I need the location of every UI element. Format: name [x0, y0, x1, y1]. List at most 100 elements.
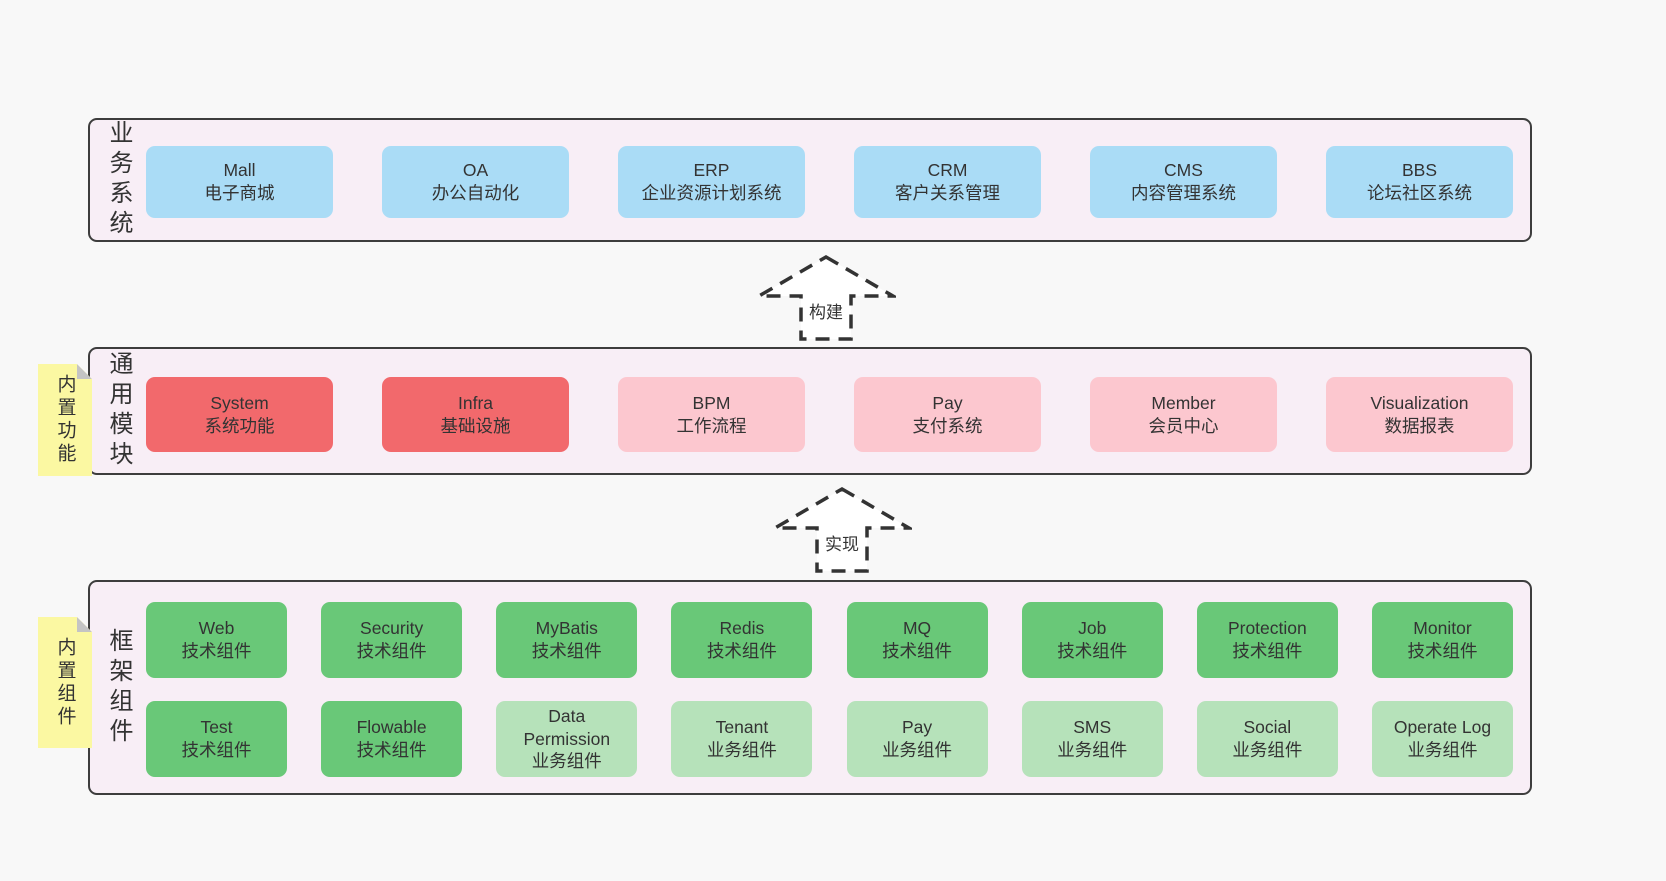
arrow-implement-label: 实现 [822, 530, 862, 555]
box-subtitle: 论坛社区系统 [1367, 183, 1472, 203]
band-modules-label: 通用模块 [105, 351, 132, 471]
box-title: Member [1151, 392, 1216, 413]
box-subtitle: 技术组件 [356, 740, 427, 760]
box-subtitle: 内容管理系统 [1131, 183, 1236, 203]
box-title: Web [198, 618, 235, 639]
box-title: Monitor [1413, 618, 1472, 639]
box-subtitle: 技术组件 [181, 740, 252, 760]
box-title: Security [360, 618, 424, 639]
band-framework-label: 框架组件 [105, 627, 132, 748]
box-title: SMS [1073, 717, 1112, 738]
box-subtitle: 企业资源计划系统 [641, 183, 782, 203]
box-subtitle: 支付系统 [912, 415, 983, 436]
box-title: Pay [901, 717, 933, 738]
box-subtitle: 技术组件 [706, 641, 777, 661]
box-subtitle: 业务组件 [882, 740, 953, 760]
box-title: Protection [1227, 618, 1307, 639]
box-title: Visualization [1370, 392, 1469, 413]
box-title: OA [462, 160, 489, 181]
box-title: BBS [1401, 160, 1438, 181]
box-subtitle: 技术组件 [1057, 641, 1128, 661]
arrow-build: 构建 [756, 254, 896, 342]
box-title: BPM [692, 392, 731, 413]
box-title: CMS [1164, 160, 1203, 181]
box-title: Job [1078, 618, 1107, 639]
sticky-note-text: 内置功能 [54, 374, 76, 466]
box-subtitle: 技术组件 [1407, 641, 1478, 661]
arrow-build-label: 构建 [806, 298, 846, 323]
box-title: Pay [932, 392, 963, 413]
box-title: Tenant [715, 717, 769, 738]
box-subtitle: 会员中心 [1148, 415, 1219, 436]
arrow-implement: 实现 [772, 486, 912, 574]
box-title: CRM [927, 160, 968, 181]
box-subtitle: 客户关系管理 [895, 183, 1000, 203]
box-title: ERP [693, 160, 730, 181]
box-subtitle: 办公自动化 [431, 183, 520, 203]
box-subtitle: 技术组件 [531, 641, 602, 661]
box-subtitle: 数据报表 [1384, 415, 1455, 436]
band-business-label: 业务系统 [105, 120, 132, 240]
box-subtitle: 技术组件 [356, 641, 427, 661]
box-title: Redis [719, 618, 765, 639]
box-title: Social [1243, 717, 1292, 738]
box-subtitle: 业务组件 [1057, 740, 1128, 760]
box-subtitle: 业务组件 [1232, 740, 1303, 760]
sticky-note-text: 内置组件 [54, 636, 76, 729]
box-title: System [210, 392, 269, 413]
box-title: MyBatis [535, 618, 598, 639]
box-subtitle: 技术组件 [181, 641, 252, 661]
box-title: Test [200, 717, 233, 738]
box-title: MQ [902, 618, 932, 639]
box-title: Mall [223, 160, 256, 181]
box-title: Infra [457, 392, 494, 413]
box-subtitle: 业务组件 [531, 751, 602, 772]
box-title: Data Permission [523, 705, 611, 749]
sticky-note-builtin-components: 内置组件 [38, 617, 92, 748]
box-subtitle: 基础设施 [440, 415, 511, 436]
box-subtitle: 业务组件 [706, 740, 777, 760]
sticky-note-builtin-features: 内置功能 [38, 364, 92, 476]
box-title: Flowable [356, 717, 427, 738]
box-subtitle: 技术组件 [882, 641, 953, 661]
box-subtitle: 系统功能 [204, 415, 275, 436]
box-subtitle: 工作流程 [676, 415, 747, 436]
box-subtitle: 电子商城 [204, 183, 275, 203]
box-title: Operate Log [1393, 717, 1492, 738]
box-subtitle: 业务组件 [1407, 740, 1478, 760]
